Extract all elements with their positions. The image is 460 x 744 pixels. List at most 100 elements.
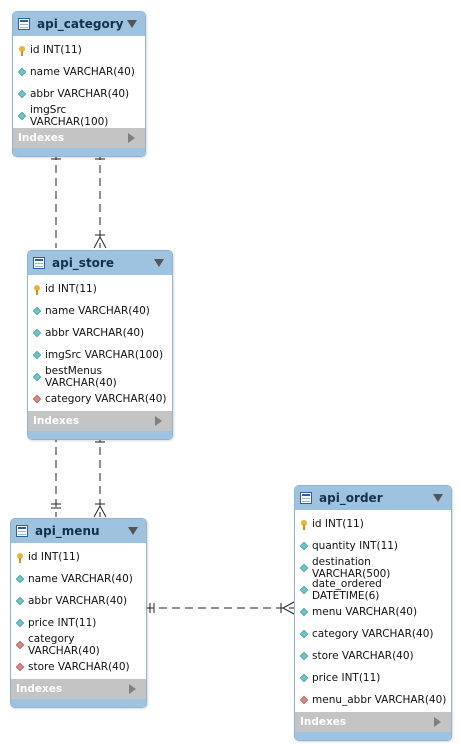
column-row[interactable]: id INT(11): [11, 546, 146, 568]
column-row[interactable]: abbr VARCHAR(40): [28, 322, 172, 344]
indexes-section[interactable]: Indexes: [13, 128, 145, 148]
column-label: abbr VARCHAR(40): [30, 88, 130, 100]
table-header[interactable]: api_order: [295, 486, 451, 510]
column-label: imgSrc VARCHAR(100): [30, 104, 109, 128]
column-icon: [299, 629, 309, 639]
indexes-label: Indexes: [33, 415, 80, 427]
column-row[interactable]: store VARCHAR(40): [11, 656, 146, 678]
column-icon: [15, 596, 25, 606]
column-label: name VARCHAR(40): [28, 573, 133, 585]
table-name: api_order: [319, 491, 383, 505]
column-row[interactable]: category VARCHAR(40): [295, 623, 451, 645]
table-footer: [295, 732, 451, 740]
column-icon: [15, 574, 25, 584]
indexes-section[interactable]: Indexes: [11, 679, 146, 699]
foreign-key-icon: [299, 695, 309, 705]
indexes-label: Indexes: [18, 132, 65, 144]
column-icon: [17, 67, 27, 77]
column-row[interactable]: menu_abbr VARCHAR(40): [295, 689, 451, 711]
collapse-arrow-icon[interactable]: [154, 259, 164, 267]
column-label: abbr VARCHAR(40): [45, 327, 145, 339]
expand-arrow-icon[interactable]: [434, 717, 441, 727]
table-header[interactable]: api_category: [13, 12, 145, 36]
column-row[interactable]: name VARCHAR(40): [13, 61, 145, 83]
table-api-category[interactable]: api_category id INT(11) name VARCHAR(40)…: [12, 11, 146, 157]
column-list: id INT(11) name VARCHAR(40) abbr VARCHAR…: [28, 275, 172, 411]
column-row[interactable]: category VARCHAR(40): [28, 388, 172, 410]
column-row[interactable]: price INT(11): [11, 612, 146, 634]
column-row[interactable]: store VARCHAR(40): [295, 645, 451, 667]
column-icon: [32, 306, 42, 316]
expand-arrow-icon[interactable]: [155, 416, 162, 426]
column-label: id INT(11): [312, 518, 364, 530]
collapse-arrow-icon[interactable]: [128, 527, 138, 535]
primary-key-icon: [17, 552, 23, 563]
column-row[interactable]: category VARCHAR(40): [11, 633, 146, 657]
column-row[interactable]: name VARCHAR(40): [28, 300, 172, 322]
expand-arrow-icon[interactable]: [129, 684, 136, 694]
table-name: api_store: [52, 256, 114, 270]
column-label: id INT(11): [28, 551, 80, 563]
column-list: id INT(11) name VARCHAR(40) abbr VARCHAR…: [11, 543, 146, 679]
column-row[interactable]: quantity INT(11): [295, 535, 451, 557]
column-icon: [299, 673, 309, 683]
indexes-section[interactable]: Indexes: [295, 712, 451, 732]
column-row[interactable]: id INT(11): [28, 278, 172, 300]
column-label: price INT(11): [312, 672, 381, 684]
column-label: category VARCHAR(40): [45, 393, 167, 405]
column-label: menu VARCHAR(40): [312, 606, 418, 618]
table-icon: [300, 492, 312, 504]
collapse-arrow-icon[interactable]: [127, 20, 137, 28]
column-row[interactable]: id INT(11): [295, 513, 451, 535]
column-icon: [17, 89, 27, 99]
column-label: name VARCHAR(40): [45, 305, 150, 317]
table-footer: [11, 699, 146, 707]
column-row[interactable]: date_ordered DATETIME(6): [295, 578, 451, 602]
column-icon: [299, 651, 309, 661]
column-icon: [299, 607, 309, 617]
column-label: category VARCHAR(40): [28, 633, 100, 657]
column-row[interactable]: abbr VARCHAR(40): [11, 590, 146, 612]
column-row[interactable]: bestMenus VARCHAR(40): [28, 365, 172, 389]
column-label: category VARCHAR(40): [312, 628, 434, 640]
table-header[interactable]: api_store: [28, 251, 172, 275]
column-icon: [299, 541, 309, 551]
column-list: id INT(11) quantity INT(11) destination …: [295, 510, 451, 712]
column-row[interactable]: abbr VARCHAR(40): [13, 83, 145, 105]
column-icon: [17, 111, 27, 121]
table-header[interactable]: api_menu: [11, 519, 146, 543]
table-api-menu[interactable]: api_menu id INT(11) name VARCHAR(40) abb…: [10, 518, 147, 708]
column-icon: [299, 585, 309, 595]
expand-arrow-icon[interactable]: [128, 133, 135, 143]
column-label: menu_abbr VARCHAR(40): [312, 694, 447, 706]
primary-key-icon: [34, 284, 40, 295]
column-row[interactable]: price INT(11): [295, 667, 451, 689]
table-api-order[interactable]: api_order id INT(11) quantity INT(11) de…: [294, 485, 452, 741]
column-list: id INT(11) name VARCHAR(40) abbr VARCHAR…: [13, 36, 145, 128]
column-icon: [15, 618, 25, 628]
collapse-arrow-icon[interactable]: [433, 494, 443, 502]
column-icon: [32, 372, 42, 382]
table-icon: [18, 18, 30, 30]
column-row[interactable]: imgSrc VARCHAR(100): [13, 104, 145, 128]
column-row[interactable]: menu VARCHAR(40): [295, 601, 451, 623]
column-row[interactable]: destination VARCHAR(500): [295, 556, 451, 580]
table-footer: [28, 431, 172, 439]
crow-foot-marker: [93, 504, 107, 518]
column-row[interactable]: id INT(11): [13, 39, 145, 61]
column-label: destination VARCHAR(500): [312, 556, 391, 580]
column-label: bestMenus VARCHAR(40): [45, 365, 117, 389]
table-api-store[interactable]: api_store id INT(11) name VARCHAR(40) ab…: [27, 250, 173, 440]
primary-key-icon: [19, 45, 25, 56]
column-label: date_ordered DATETIME(6): [312, 578, 382, 602]
foreign-key-icon: [32, 394, 42, 404]
indexes-section[interactable]: Indexes: [28, 411, 172, 431]
column-row[interactable]: imgSrc VARCHAR(100): [28, 344, 172, 366]
column-row[interactable]: name VARCHAR(40): [11, 568, 146, 590]
indexes-label: Indexes: [16, 683, 63, 695]
table-icon: [16, 525, 28, 537]
column-label: abbr VARCHAR(40): [28, 595, 128, 607]
primary-key-icon: [301, 519, 307, 530]
crow-foot-marker: [93, 235, 107, 249]
